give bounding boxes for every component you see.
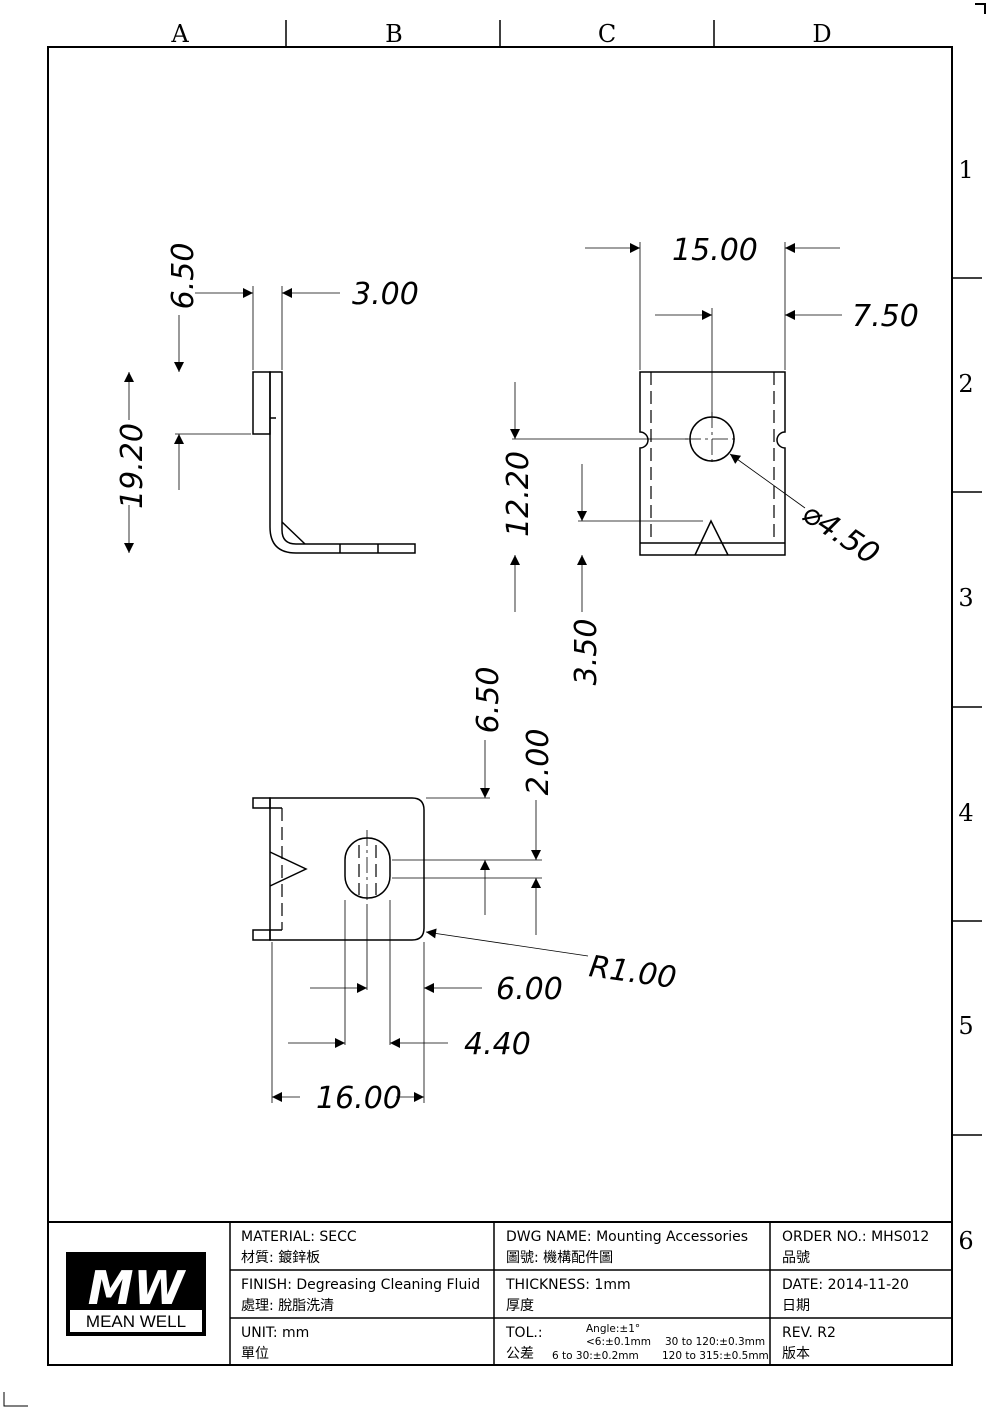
zone-label-a: A — [170, 20, 189, 48]
bottom-view-extension-lines — [271, 797, 542, 1103]
zone-label-6: 6 — [958, 1227, 973, 1255]
bottom-view-dim-arrows — [272, 740, 589, 1102]
thickness-label-zh: 厚度 — [506, 1298, 534, 1314]
finish-label: FINISH: Degreasing Cleaning Fluid — [241, 1277, 480, 1293]
zone-label-c: C — [598, 20, 616, 48]
zone-label-d: D — [812, 20, 831, 48]
zone-column-labels: A B C D — [170, 20, 831, 48]
side-view-extension-lines — [175, 286, 283, 435]
tolerance-label: TOL.: — [505, 1325, 543, 1341]
zone-row-labels: 1 2 3 4 5 6 — [958, 156, 973, 1255]
dim-side-height: 19.20 — [115, 423, 150, 509]
dim-front-bottom-offset: 3.50 — [569, 619, 604, 686]
unit-label-zh: 單位 — [241, 1346, 269, 1362]
order-no-label: ORDER NO.: MHS012 — [782, 1229, 929, 1245]
zone-label-1: 1 — [958, 156, 973, 184]
bottom-view-hidden-lines — [281, 808, 377, 930]
finish-label-zh: 處理: 脫脂洗清 — [241, 1298, 334, 1314]
dim-bottom-slot-width: 4.40 — [464, 1027, 531, 1062]
dim-front-hole-diameter: ⌀4.50 — [796, 496, 886, 572]
drawing-frame — [3, 3, 986, 1407]
dwg-name-label-zh: 圖號: 機構配件圖 — [506, 1250, 613, 1266]
date-label: DATE: 2014-11-20 — [782, 1277, 909, 1293]
revision-label-zh: 版本 — [782, 1346, 810, 1362]
tolerance-30-120: 30 to 120:±0.3mm — [665, 1336, 765, 1348]
dwg-name-label: DWG NAME: Mounting Accessories — [506, 1229, 748, 1245]
tolerance-angle: Angle:±1° — [586, 1323, 640, 1335]
revision-label: REV. R2 — [782, 1325, 836, 1341]
tolerance-label-zh: 公差 — [506, 1346, 534, 1362]
logo-text: MEAN WELL — [86, 1312, 186, 1331]
front-view-centerlines — [685, 412, 739, 466]
dim-front-hole-offset: 7.50 — [852, 299, 919, 334]
dim-bottom-corner-radius: R1.00 — [587, 949, 679, 996]
dim-bottom-slot-offset: 6.00 — [496, 972, 563, 1007]
bottom-view-outline — [252, 797, 425, 941]
front-view: 15.00 7.50 12.20 3.50 ⌀4.50 — [501, 233, 919, 685]
zone-label-b: B — [385, 20, 403, 48]
dim-front-hole-height: 12.20 — [501, 451, 536, 537]
dim-side-top-gap: 6.50 — [166, 243, 201, 310]
material-label-zh: 材質: 鍍鋅板 — [241, 1249, 320, 1266]
dim-front-width: 15.00 — [672, 233, 758, 268]
dim-side-thickness: 3.00 — [352, 277, 419, 312]
tolerance-120-315: 120 to 315:±0.5mm — [662, 1350, 769, 1362]
mean-well-logo: MW MEAN WELL — [66, 1252, 206, 1336]
dim-bottom-top-offset: 6.50 — [471, 667, 506, 734]
unit-label: UNIT: mm — [241, 1325, 309, 1341]
front-view-dim-arrows — [510, 243, 842, 612]
front-view-hidden-lines — [650, 372, 775, 543]
side-view-dim-arrows — [124, 288, 340, 553]
tolerance-lt6: <6:±0.1mm — [586, 1336, 651, 1348]
material-label: MATERIAL: SECC — [241, 1229, 357, 1245]
zone-label-3: 3 — [958, 584, 973, 612]
zone-label-5: 5 — [958, 1012, 973, 1040]
order-no-label-zh: 品號 — [782, 1250, 810, 1266]
logo-mark: MW — [88, 1261, 187, 1315]
dim-bottom-width: 16.00 — [316, 1081, 402, 1116]
tolerance-6-30: 6 to 30:±0.2mm — [552, 1350, 639, 1362]
title-block-grid — [48, 1221, 952, 1365]
front-view-extension-lines — [512, 242, 786, 522]
bottom-view: 6.50 2.00 R1.00 6.00 4.40 16.00 — [252, 667, 679, 1116]
front-view-outline — [639, 371, 786, 556]
side-view-outline — [252, 371, 416, 554]
zone-label-2: 2 — [958, 370, 973, 398]
side-view: 6.50 3.00 19.20 — [115, 243, 419, 554]
zone-label-4: 4 — [958, 799, 973, 827]
dim-bottom-slot-length: 2.00 — [521, 729, 556, 796]
date-label-zh: 日期 — [782, 1298, 810, 1314]
thickness-label: THICKNESS: 1mm — [505, 1277, 631, 1293]
title-block: MW MEAN WELL MATERIAL: SECC 材質: 鍍鋅板 FINI… — [48, 1221, 952, 1365]
